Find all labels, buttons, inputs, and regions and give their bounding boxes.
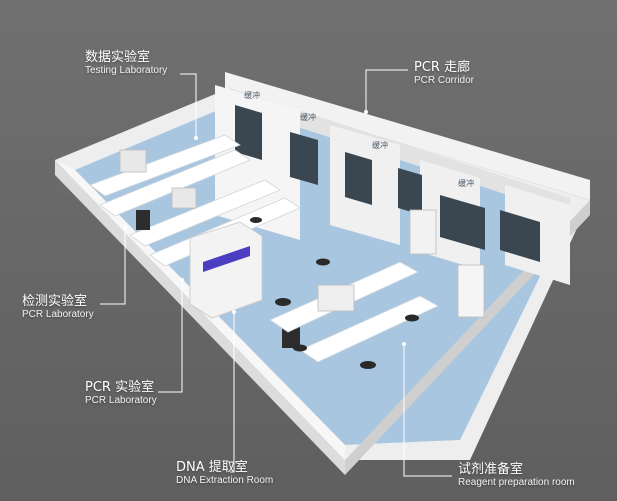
- leader-detection: [100, 228, 126, 305]
- bench-a: [89, 134, 241, 197]
- equipment-box: [317, 284, 355, 312]
- buffer-tag-2: 缓冲: [300, 113, 316, 122]
- uv-panel: [203, 246, 250, 272]
- window-2: [290, 132, 318, 185]
- label-en: PCR Laboratory: [85, 395, 157, 406]
- leader-corridor: [365, 69, 408, 112]
- buffer-tag-4: 缓冲: [458, 179, 474, 188]
- stool-3: [360, 361, 376, 369]
- label-en: PCR Corridor: [414, 75, 475, 86]
- hood-1: [119, 149, 147, 173]
- label-dna-extraction-room: DNA 提取室 DNA Extraction Room: [176, 460, 273, 487]
- label-zh: 检测实验室: [22, 294, 88, 309]
- label-en: Testing Laboratory: [85, 65, 168, 76]
- window-3: [345, 152, 372, 205]
- label-pcr-corridor: PCR 走廊 PCR Corridor: [414, 60, 474, 87]
- buffer-tag-1: 缓冲: [244, 91, 260, 100]
- cabinet-dark-1: [136, 210, 150, 230]
- bench-b: [99, 149, 251, 217]
- stool-5: [250, 217, 262, 223]
- label-zh: DNA 提取室: [176, 460, 248, 475]
- window-6: [500, 210, 540, 262]
- hood-2: [171, 187, 197, 209]
- buffer-tag-3: 缓冲: [372, 141, 388, 150]
- label-en: Reagent preparation room: [458, 477, 575, 488]
- biosafety-cabinet: [189, 221, 263, 319]
- stool-6: [293, 344, 307, 352]
- outer-wall-left: [55, 160, 345, 475]
- label-zh: 数据实验室: [85, 50, 151, 65]
- window-5: [440, 195, 485, 250]
- stool-2: [316, 258, 330, 266]
- leader-dots: [123, 110, 406, 346]
- bench-pcr-2: [299, 295, 439, 363]
- label-zh: PCR 走廊: [414, 60, 471, 75]
- label-pcr-laboratory: PCR 实验室 PCR Laboratory: [85, 380, 157, 407]
- leader-pcr: [158, 280, 183, 393]
- bench-c: [129, 179, 281, 247]
- stool-1: [275, 298, 291, 306]
- label-zh: 试剂准备室: [458, 462, 524, 477]
- label-detection-laboratory: 检测实验室 PCR Laboratory: [22, 294, 94, 321]
- back-wall: [225, 72, 590, 200]
- leader-reagent: [403, 344, 452, 477]
- tall-cabinet: [409, 209, 437, 255]
- label-en: PCR Laboratory: [22, 309, 94, 320]
- window-4: [398, 168, 422, 215]
- leader-testing: [180, 73, 197, 138]
- locker: [457, 264, 485, 318]
- label-testing-laboratory: 数据实验室 Testing Laboratory: [85, 50, 167, 77]
- stool-4: [405, 314, 419, 322]
- window-1: [235, 105, 262, 160]
- label-reagent-preparation-room: 试剂准备室 Reagent preparation room: [458, 462, 575, 489]
- leader-dna: [230, 312, 235, 473]
- leader-lines: [100, 69, 452, 477]
- label-zh: PCR 实验室: [85, 380, 155, 395]
- label-en: DNA Extraction Room: [176, 475, 274, 486]
